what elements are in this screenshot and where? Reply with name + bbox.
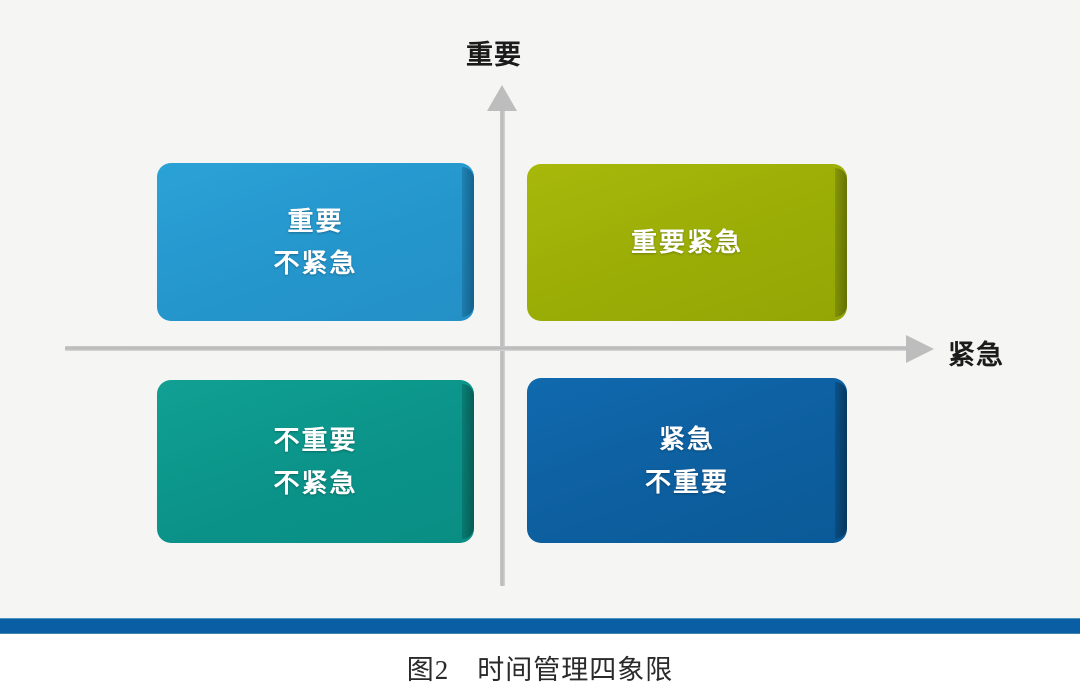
- quadrant-urgent-not-important[interactable]: 紧急 不重要: [527, 378, 847, 543]
- quadrant-bevel-shadow: [462, 167, 474, 317]
- horizontal-axis-label: 紧急: [948, 340, 1004, 370]
- vertical-axis-label: 重要: [466, 40, 522, 70]
- diagram-canvas: 重要 紧急 重要 不紧急 重要紧急 不重要 不紧急 紧急 不重要: [0, 0, 1080, 618]
- quadrant-bevel-shadow: [835, 382, 847, 539]
- vertical-axis-line: [500, 104, 505, 586]
- quadrant-label-line-1: 重要紧急: [630, 227, 743, 258]
- quadrant-label-line-2: 不紧急: [273, 248, 358, 278]
- horizontal-axis-line: [65, 346, 910, 351]
- figure-caption: 图2 时间管理四象限: [406, 654, 674, 685]
- quadrant-label-line-2: 不重要: [644, 466, 729, 497]
- quadrant-important-not-urgent[interactable]: 重要 不紧急: [157, 163, 474, 321]
- quadrant-label-line-2: 不紧急: [273, 467, 358, 498]
- section-divider-bar: [0, 618, 1080, 634]
- quadrant-bevel-shadow: [462, 384, 474, 539]
- quadrant-label-line-1: 紧急: [658, 424, 715, 455]
- quadrant-not-important-not-urgent[interactable]: 不重要 不紧急: [157, 380, 474, 543]
- caption-area: 图2 时间管理四象限: [0, 635, 1080, 699]
- quadrant-important-urgent[interactable]: 重要紧急: [527, 164, 847, 321]
- quadrant-label-line-1: 不重要: [273, 425, 358, 456]
- quadrant-label-line-1: 重要: [287, 205, 344, 236]
- vertical-axis-arrow-icon: [487, 85, 517, 111]
- quadrant-bevel-shadow: [835, 168, 847, 317]
- horizontal-axis-arrow-icon: [906, 335, 934, 363]
